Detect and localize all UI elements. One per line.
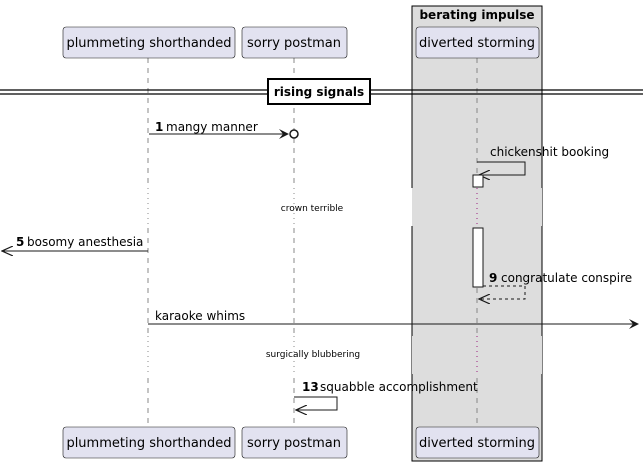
message-self-p3: chickenshit booking [477, 145, 609, 175]
message-1: 1 mangy manner [149, 120, 299, 139]
message-label: bosomy anesthesia [27, 235, 143, 249]
message-label: squabble accomplishment [320, 380, 478, 394]
participant-top-p3: diverted storming [415, 26, 540, 59]
participant-label: diverted storming [419, 36, 535, 51]
activation-bar [472, 174, 484, 188]
box-label: berating impulse [419, 8, 534, 22]
message-5: 5 bosomy anesthesia [2, 235, 148, 251]
message-label: mangy manner [166, 120, 258, 134]
participant-label: sorry postman [247, 36, 341, 51]
delay-2: surgically blubbering [130, 336, 542, 374]
delay-label: surgically blubbering [266, 350, 360, 360]
participant-top-p1: plummeting shorthanded [62, 26, 236, 59]
participant-bottom-p3: diverted storming [415, 426, 540, 459]
participant-bottom-p1: plummeting shorthanded [62, 426, 236, 459]
participant-top-p2: sorry postman [241, 26, 348, 59]
message-9: 9 congratulate conspire [479, 271, 632, 299]
message-num: 5 [16, 235, 24, 249]
message-label: chickenshit booking [490, 145, 609, 159]
message-13: 13 squabble accomplishment [294, 380, 478, 410]
activation-bar [472, 227, 484, 288]
participant-label: plummeting shorthanded [66, 36, 231, 51]
divider: rising signals [0, 78, 643, 105]
delay-1: crown terrible [130, 188, 542, 226]
participant-label: diverted storming [419, 436, 535, 451]
message-num: 13 [302, 380, 319, 394]
message-num: 1 [155, 120, 163, 134]
delay-label: crown terrible [281, 204, 344, 214]
message-label: karaoke whims [155, 309, 245, 323]
message-label: congratulate conspire [501, 271, 632, 285]
participant-label: plummeting shorthanded [66, 436, 231, 451]
participant-bottom-p2: sorry postman [241, 426, 348, 459]
participant-label: sorry postman [247, 436, 341, 451]
message-num: 9 [489, 271, 497, 285]
message-found-right: karaoke whims [148, 309, 639, 329]
divider-label: rising signals [274, 85, 364, 99]
